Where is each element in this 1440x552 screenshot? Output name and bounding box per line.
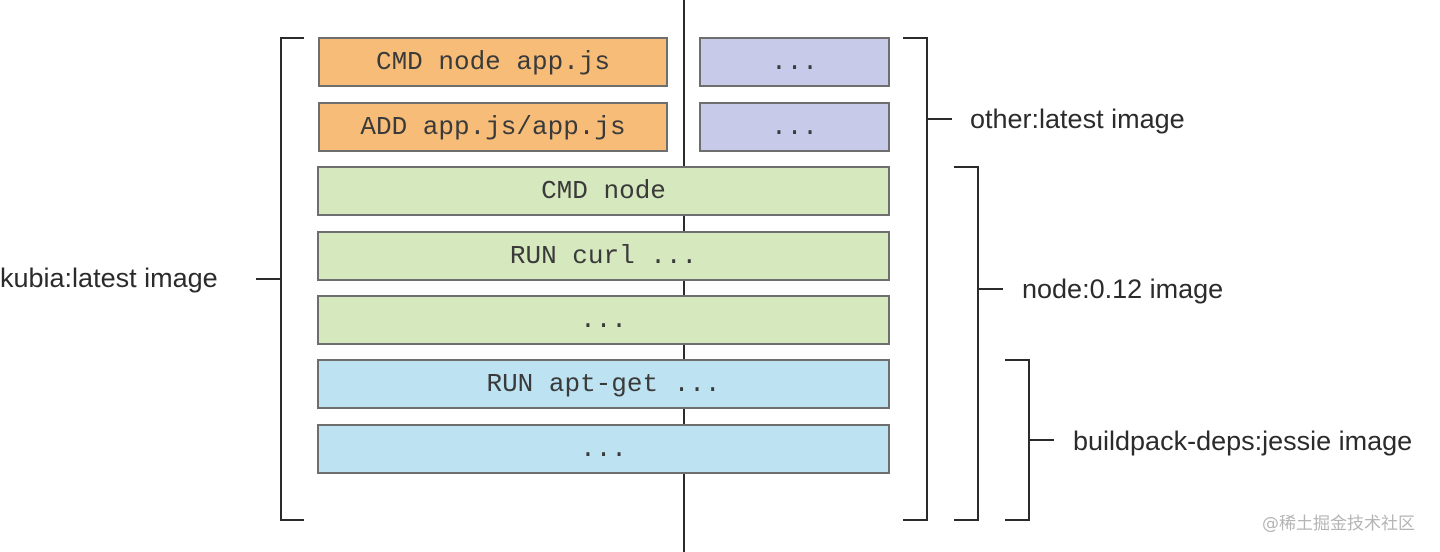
other-image-label: other:latest image [970,104,1185,134]
kubia-bracket [280,37,304,521]
other-bracket [903,37,928,521]
buildpack-image-label: buildpack-deps:jessie image [1073,426,1413,456]
node-image-label: node:0.12 image [1022,274,1224,304]
layer-add-app: ADD app.js/app.js [318,102,668,152]
layer-run-apt-get: RUN apt-get ... [317,359,890,409]
layer-buildpack-more: ... [317,424,890,474]
layer-other-1: ... [699,37,890,87]
watermark-text: @稀土掘金技术社区 [1262,514,1415,534]
layer-run-curl: RUN curl ... [317,231,890,281]
buildpack-bracket [1005,359,1030,521]
layer-node-more: ... [317,295,890,345]
layer-cmd-node-app: CMD node app.js [318,37,668,87]
layer-cmd-node: CMD node [317,166,890,216]
kubia-image-label: kubia:latest image [0,263,218,293]
node-bracket [954,166,979,521]
layer-other-2: ... [699,102,890,152]
